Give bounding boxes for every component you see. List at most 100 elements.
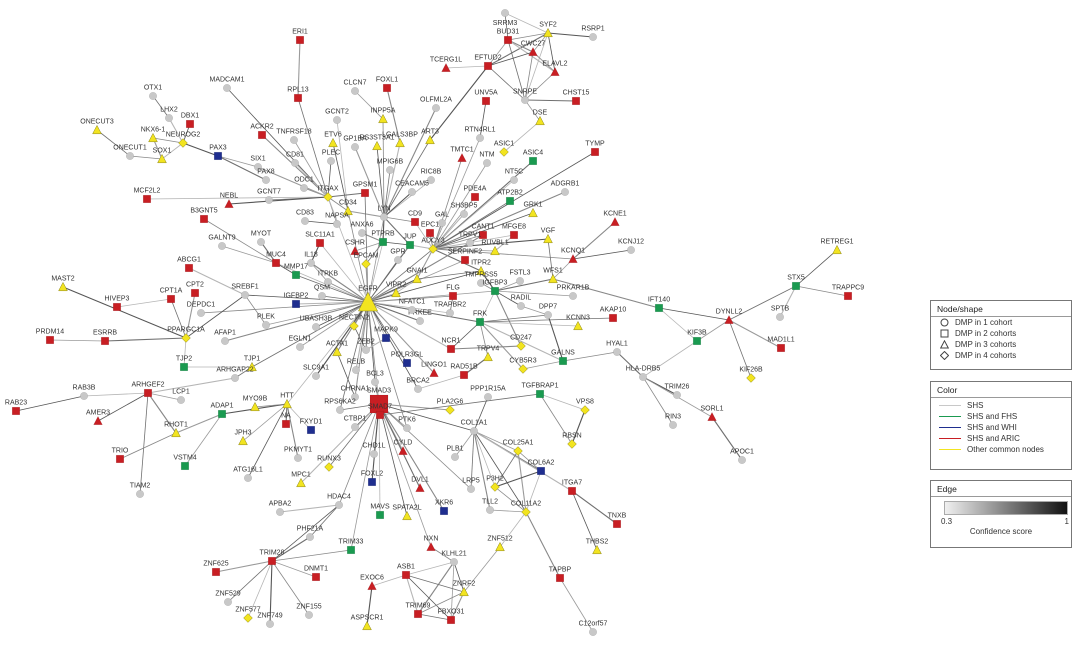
node-label-NT5C: NT5C [505, 169, 523, 176]
edge-FOXL1-LGALS3BP [386, 87, 401, 144]
node-label-ITGAX: ITGAX [317, 186, 338, 193]
edge-SYF2-BUD31 [507, 32, 549, 41]
node-label-ELAVL2: ELAVL2 [542, 61, 567, 68]
node-label-DPP7: DPP7 [539, 304, 557, 311]
node-label-TIAM2: TIAM2 [130, 483, 151, 490]
node-COL11A2 [521, 507, 531, 517]
node-TNFRSF18 [289, 135, 299, 145]
node-label-AKAP10: AKAP10 [600, 307, 627, 314]
node-label-GALNT9: GALNT9 [208, 235, 235, 242]
node-label-GCNT7: GCNT7 [257, 189, 281, 196]
node-TRIM69 [413, 609, 423, 619]
edge-TRIM33-TRIM28 [271, 549, 352, 562]
node-RAB23 [11, 406, 21, 416]
node-label-RSRP1: RSRP1 [581, 26, 604, 33]
node-label-SMAD3: SMAD3 [367, 388, 391, 395]
node-label-CSHR: CSHR [345, 240, 365, 247]
edge-TRIM28-ZNF529 [227, 560, 273, 603]
node-label-ZNF529: ZNF529 [215, 591, 240, 598]
node-label-MYOT: MYOT [251, 231, 272, 238]
node-label-CPT1A: CPT1A [160, 288, 183, 295]
edge-NKX6-1-NEUROG2 [152, 137, 184, 144]
edge-TAPBP-C12orf57 [559, 577, 594, 633]
edge-ITPKB-EGFR [327, 281, 369, 303]
node-MYO9B [250, 401, 260, 412]
node-label-PLEC: PLEC [322, 150, 340, 157]
node-PLA2G6 [445, 405, 455, 415]
node-label-RELB: RELB [347, 359, 366, 366]
edge-PRDM14-ESRRB [49, 339, 106, 342]
node-APOC1 [737, 455, 747, 465]
legend-color-swatch [939, 438, 961, 439]
legend-shape-row: DMP in 1 cohort [931, 317, 1071, 328]
node-label-ZNF749: ZNF749 [257, 613, 282, 620]
edge-HLA-DRB5-RIN3 [642, 376, 674, 426]
node-TAPBP [555, 573, 565, 583]
node-label-TJP2: TJP2 [176, 356, 192, 363]
node-label-TRPV4: TRPV4 [477, 346, 500, 353]
node-label-SPATA2L: SPATA2L [392, 505, 421, 512]
edge-CD247-NCR1 [450, 345, 522, 350]
node-FLG [448, 291, 458, 301]
edge-COL6A2-P3H2 [494, 470, 542, 488]
node-COL25A1 [513, 446, 523, 456]
node-label-NECTIN2: NECTIN2 [339, 315, 369, 322]
node-label-CHD1L: CHD1L [363, 443, 386, 450]
edge-COL25A1-COL11A2 [517, 450, 527, 513]
node-label-UNV5A: UNV5A [474, 90, 498, 97]
node-RETREG1 [832, 244, 842, 255]
node-label-HYAL1: HYAL1 [606, 341, 628, 348]
legend-color-row: SHS and FHS [931, 411, 1071, 422]
edge-ARHGEF2-TIAM2 [139, 392, 149, 495]
node-MPC1 [296, 477, 306, 488]
node-GRK1 [528, 207, 538, 218]
legend-label: DMP in 4 cohorts [955, 351, 1017, 360]
edge-KIF3B-HLA-DRB5 [642, 340, 698, 378]
node-label-LHX2: LHX2 [160, 107, 178, 114]
edge-TYMP-ADCY3 [432, 151, 596, 250]
node-label-IFT140: IFT140 [648, 297, 670, 304]
node-EPCAM [361, 259, 371, 269]
node-EGFR [357, 291, 379, 312]
node-label-MAD1L1: MAD1L1 [767, 337, 794, 344]
edge-SMAD3-XKR6 [378, 403, 445, 512]
edge-SMAD3-PLA2G6 [378, 403, 451, 411]
edge-TGFBRAP1-RBSN [539, 393, 573, 445]
edge-EGFR-SLC9A1 [315, 301, 369, 377]
node-label-HDAC4: HDAC4 [327, 494, 351, 501]
edge-SMAD3-LRP5 [378, 403, 472, 490]
node-label-TJP1: TJP1 [244, 356, 260, 363]
node-label-KCNJ12: KCNJ12 [618, 239, 644, 246]
edge-ITGA7-TNXB [571, 490, 618, 525]
edge-NT5C-ADCY3 [432, 179, 515, 250]
node-ONECUT3 [92, 124, 102, 135]
edge-MUC4-EGFR [275, 262, 369, 303]
node-BRCA2 [413, 384, 423, 394]
edge-GRK1-ADCY3 [432, 212, 534, 250]
node-label-NXN: NXN [424, 536, 439, 543]
edge-ETV6-CD34 [332, 142, 349, 212]
square-icon [939, 329, 949, 339]
node-label-GNAI1: GNAI1 [406, 268, 427, 275]
edge-COL1A1-P3H2 [473, 430, 496, 488]
node-ASB1 [401, 570, 411, 580]
edge-COL1A1-ITGA7 [473, 430, 573, 492]
node-label-BCL3: BCL3 [366, 371, 384, 378]
node-ZNF577 [243, 613, 253, 623]
node-label-ZNF577: ZNF577 [235, 607, 260, 614]
node-MCF2L2 [142, 194, 152, 204]
legend-edge-title: Edge [937, 484, 957, 494]
node-label-PRKAR1B: PRKAR1B [557, 285, 590, 292]
node-label-ZNF512: ZNF512 [487, 536, 512, 543]
node-TRAPBR2 [445, 308, 455, 318]
node-label-KCNQ1: KCNQ1 [561, 248, 585, 255]
edge-STX5-SPTB [779, 285, 797, 318]
edge-FRK-GALNS [479, 321, 564, 362]
node-label-TRAPBR2: TRAPBR2 [434, 302, 466, 309]
node-label-EGLN1: EGLN1 [289, 336, 312, 343]
node-label-ODC1: ODC1 [294, 177, 314, 184]
node-PTPRB [378, 237, 388, 247]
edge-IFT140-WFS1 [552, 278, 660, 309]
legend-label: SHS and FHS [967, 412, 1018, 421]
node-ZNF749 [265, 619, 275, 629]
